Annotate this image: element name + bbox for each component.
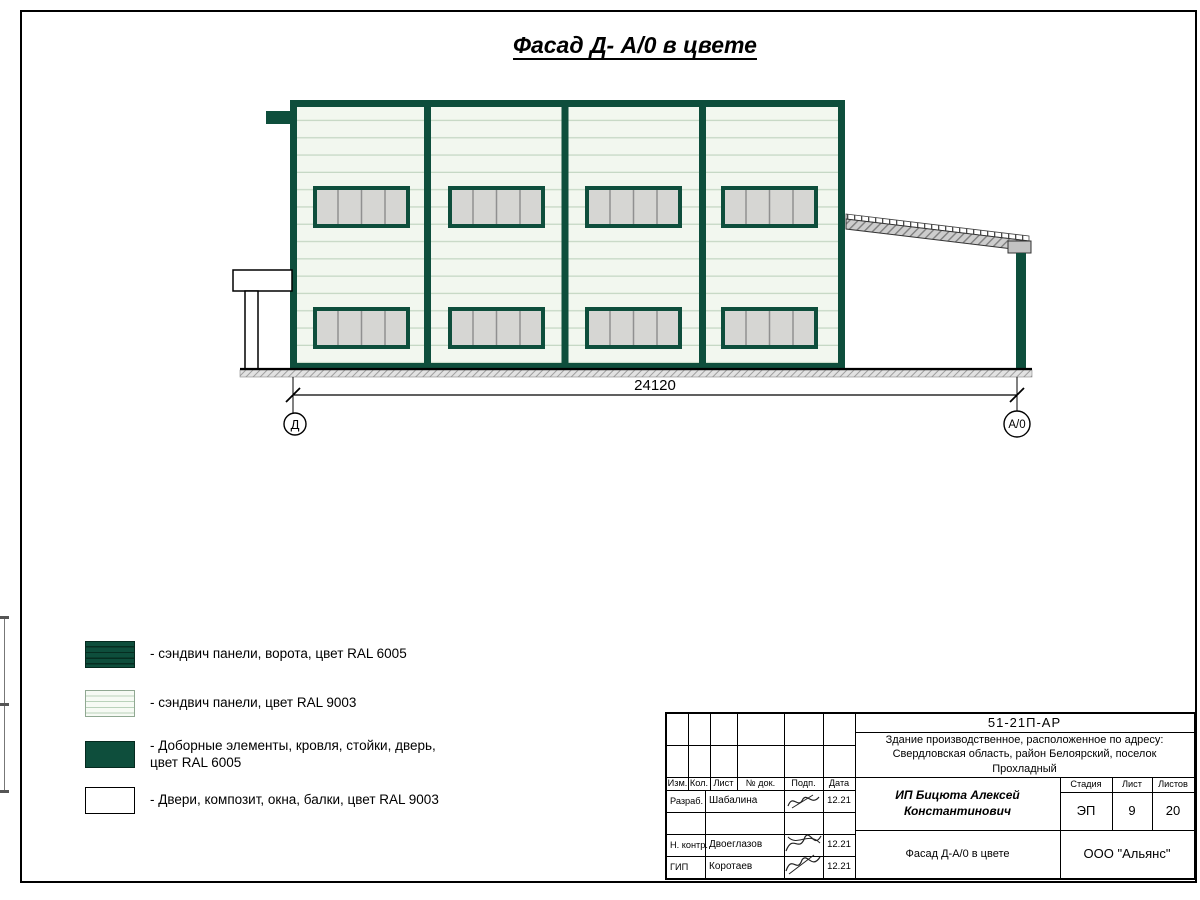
canopy-post bbox=[1016, 253, 1026, 369]
right-canopy bbox=[845, 213, 1032, 369]
row-date: 12.21 bbox=[827, 838, 851, 850]
window bbox=[448, 186, 545, 228]
window bbox=[448, 307, 545, 349]
row-role: Разраб. bbox=[670, 795, 704, 806]
divider bbox=[667, 834, 855, 835]
axis-bubble-left bbox=[283, 412, 307, 436]
divider bbox=[1060, 792, 1194, 793]
dimension-tick bbox=[285, 387, 301, 403]
window bbox=[585, 186, 682, 228]
legend-swatch-trim-green bbox=[85, 741, 135, 769]
divider bbox=[737, 714, 738, 790]
divider bbox=[823, 714, 824, 790]
doc-number: 51-21П-АР bbox=[987, 714, 1062, 730]
legend-item: - сэндвич панели, ворота, цвет RAL 6005 bbox=[85, 641, 407, 668]
legend-swatch-wall-panels bbox=[85, 690, 135, 717]
axis-markers: Д А/0 bbox=[283, 410, 1031, 438]
divider bbox=[688, 714, 689, 790]
divider bbox=[855, 830, 1194, 831]
row-role bbox=[668, 812, 704, 834]
annex-canopy bbox=[232, 269, 293, 292]
legend-label: - Двери, композит, окна, балки, цвет RAL… bbox=[150, 792, 439, 808]
fold-mark bbox=[0, 790, 9, 793]
window bbox=[721, 307, 818, 349]
signature bbox=[787, 794, 820, 809]
row-name: Двоеглазов bbox=[709, 839, 763, 851]
divider bbox=[855, 732, 1194, 733]
sheet-frame bbox=[20, 10, 1197, 883]
legend-item: - Доборные элементы, кровля, стойки, две… bbox=[85, 738, 436, 772]
signature bbox=[785, 854, 821, 875]
axis-label-left: Д bbox=[291, 417, 300, 432]
facade-green-frame bbox=[290, 100, 845, 370]
window bbox=[313, 307, 410, 349]
company-name: ООО "Альянс" bbox=[1083, 845, 1171, 861]
window bbox=[721, 186, 818, 228]
legend-label: - сэндвич панели, ворота, цвет RAL 6005 bbox=[150, 646, 407, 662]
row-name bbox=[707, 812, 783, 834]
client-name: ИП Бицюта Алексей Константинович bbox=[895, 787, 1020, 818]
row-date: 12.21 bbox=[827, 860, 851, 872]
col-header-list: Лист bbox=[713, 778, 734, 789]
drawing-name: Фасад Д-А/0 в цвете bbox=[905, 847, 1010, 860]
legend-label: - Доборные элементы, кровля, стойки, две… bbox=[150, 738, 436, 770]
divider bbox=[1152, 777, 1153, 830]
divider bbox=[710, 714, 711, 790]
legend-label: - сэндвич панели, цвет RAL 9003 bbox=[150, 695, 357, 711]
title-block: 51-21П-АР Здание производственное, распо… bbox=[665, 712, 1196, 880]
window bbox=[585, 307, 682, 349]
divider bbox=[784, 714, 785, 790]
page-title: Фасад Д- А/0 в цвете bbox=[513, 32, 757, 58]
sheets-total-header: Листов bbox=[1158, 779, 1188, 790]
left-annex bbox=[232, 269, 293, 370]
fold-mark bbox=[0, 616, 9, 619]
divider bbox=[667, 790, 855, 791]
axis-bubble-right bbox=[1003, 410, 1031, 438]
annex-column bbox=[244, 290, 259, 370]
axis-label-right: А/0 bbox=[1008, 419, 1025, 431]
row-name: Коротаев bbox=[709, 861, 753, 873]
row-role: ГИП bbox=[670, 861, 689, 872]
col-header-izm: Изм. bbox=[667, 778, 688, 789]
fold-mark bbox=[0, 703, 9, 706]
dimension: 24120 bbox=[285, 377, 1025, 413]
divider bbox=[667, 812, 855, 813]
sheet-header: Лист bbox=[1122, 779, 1142, 790]
legend-swatch-gate-panels bbox=[85, 641, 135, 668]
signature bbox=[785, 834, 822, 852]
row-name: Шабалина bbox=[709, 795, 758, 807]
divider bbox=[1112, 777, 1113, 830]
project-description: Здание производственное, расположенное п… bbox=[885, 734, 1164, 775]
canopy-end-plate bbox=[1007, 240, 1032, 254]
row-role: Н. контр. bbox=[670, 839, 708, 850]
sheets-total: 20 bbox=[1165, 802, 1181, 818]
row-date: 12.21 bbox=[827, 794, 851, 806]
stage-value: ЭП bbox=[1076, 802, 1096, 818]
col-header-data: Дата bbox=[828, 778, 850, 789]
divider bbox=[667, 745, 855, 746]
divider bbox=[667, 777, 1194, 778]
ground-hatch-strip bbox=[239, 369, 1033, 378]
col-header-dok: № док. bbox=[745, 778, 776, 789]
col-header-kol: Кол. bbox=[689, 778, 709, 789]
legend-item: - Двери, композит, окна, балки, цвет RAL… bbox=[85, 787, 439, 814]
window bbox=[313, 186, 410, 228]
divider bbox=[855, 714, 856, 878]
chimney-stub bbox=[266, 111, 294, 124]
sheet-number: 9 bbox=[1128, 802, 1136, 818]
dimension-value: 24120 bbox=[634, 377, 676, 394]
divider bbox=[667, 856, 855, 857]
dimension-tick bbox=[1009, 387, 1025, 403]
col-header-podp: Подп. bbox=[791, 778, 816, 789]
legend-swatch-doors-white bbox=[85, 787, 135, 814]
legend-item: - сэндвич панели, цвет RAL 9003 bbox=[85, 690, 356, 717]
stage-header: Стадия bbox=[1070, 779, 1102, 790]
divider bbox=[1060, 777, 1061, 878]
